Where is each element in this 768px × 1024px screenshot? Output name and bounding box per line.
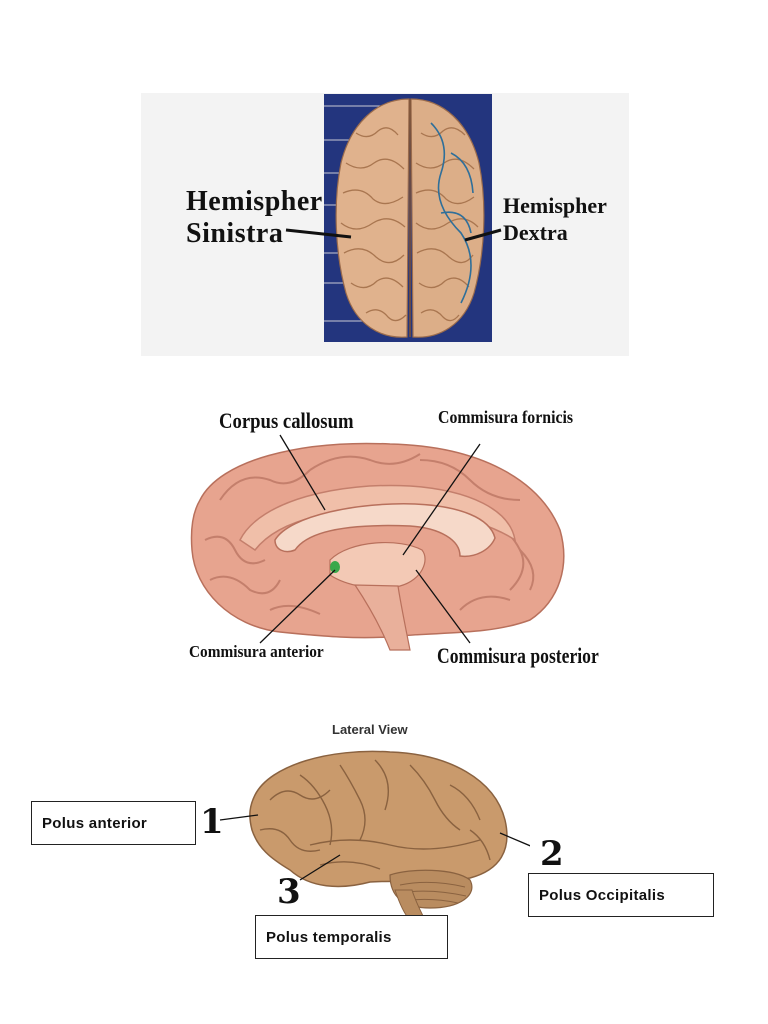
hemispher-dextra-line1: Hemispher bbox=[503, 193, 607, 218]
commisura-posterior-label: Commisura posterior bbox=[437, 643, 599, 668]
superior-view-panel bbox=[141, 93, 629, 356]
hemispher-dextra-label: Hemispher Dextra bbox=[503, 192, 607, 246]
marker-number-3: 3 bbox=[277, 872, 301, 912]
hemispher-sinistra-line1: Hemispher bbox=[186, 186, 323, 217]
lateral-view-title: Lateral View bbox=[332, 722, 408, 737]
corpus-callosum-label: Corpus callosum bbox=[219, 408, 354, 433]
hemispher-sinistra-label: Hemispher Sinistra bbox=[186, 186, 323, 250]
marker-number-1: 1 bbox=[200, 802, 224, 842]
commisura-fornicis-label: Commisura fornicis bbox=[438, 407, 574, 427]
polus-anterior-box: Polus anterior bbox=[31, 801, 196, 845]
polus-temporalis-box: Polus temporalis bbox=[255, 915, 448, 959]
polus-occipitalis-box: Polus Occipitalis bbox=[528, 873, 714, 917]
medial-brain-illustration bbox=[190, 434, 565, 651]
superior-brain-illustration bbox=[285, 94, 502, 342]
hemispher-sinistra-line2: Sinistra bbox=[186, 218, 284, 249]
lateral-view-panel bbox=[200, 740, 530, 920]
medial-view-panel bbox=[160, 400, 610, 680]
lateral-brain-illustration bbox=[219, 750, 530, 920]
commisura-anterior-label: Commisura anterior bbox=[189, 642, 324, 661]
hemispher-dextra-line2: Dextra bbox=[503, 220, 568, 245]
marker-number-2: 2 bbox=[540, 834, 564, 874]
